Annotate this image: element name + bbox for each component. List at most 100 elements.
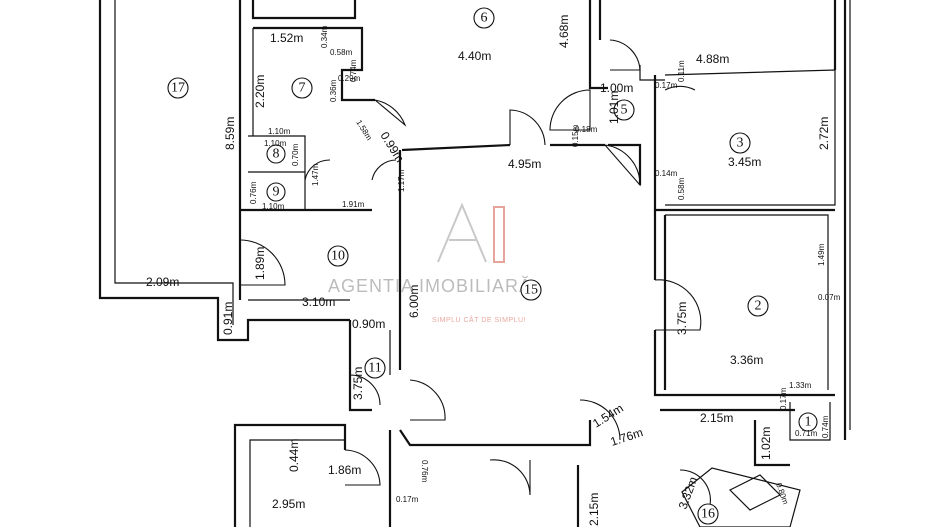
dim-099: 0.99m [377,129,407,165]
room-15-number: 15 [524,283,538,298]
door-9 [371,159,397,181]
room-6-number: 6 [481,11,488,26]
door-bl [344,449,381,486]
room-11-marker [364,357,386,379]
room-9-marker [266,182,286,202]
dim-070: 0.70m [291,143,300,166]
watermark: AGENTIA IMOBILIARĂ SIMPLU CÂT DE SIMPLU! [328,202,532,324]
dim-room7-top: 1.52m [270,31,303,45]
dim-room17-height: 8.59m [223,117,237,150]
wall-17-outer [98,0,350,342]
room-5-number: 5 [621,103,628,118]
dim-corridor-width: 4.95m [508,157,541,171]
dim-375b: 3.75m [351,367,365,400]
dim-147: 1.47m [311,163,320,186]
dim-074: 0.74m [349,59,358,82]
wall-16-top [753,420,790,467]
dim-014: 0.14m [655,169,678,178]
watermark-logo-bar [493,206,505,263]
door-7 [374,99,407,127]
wall-2-left [653,330,835,397]
wall-11-left [348,320,372,412]
room-8-marker [266,144,286,164]
dim-176: 1.76m [609,425,645,449]
dim-186: 1.86m [328,463,361,477]
doors [239,39,711,506]
dim-044: 0.44m [287,439,301,472]
door-15-bottom [579,399,621,441]
dim-102: 1.02m [759,427,773,460]
dim-110b: 1.10m [264,139,287,148]
dim-029: 0.29m [338,74,361,83]
dim-117: 1.17m [397,169,406,192]
dim-room6-width: 4.40m [458,49,491,63]
dim-034: 0.34m [320,25,329,48]
dim-room2-width: 3.36m [730,353,763,367]
room-10-number: 10 [331,249,345,264]
dim-158: 1.58m [354,118,374,142]
dim-488: 4.88m [696,52,729,66]
room-8-number: 8 [273,147,280,162]
wall-2-box [665,214,829,390]
room-10-marker [327,245,349,267]
dim-071: 0.71m [795,429,818,438]
dim-090: 0.90m [352,317,385,331]
dim-149: 1.49m [817,243,826,266]
dim-room5-height: 1.01m [607,91,621,124]
room-16-marker [697,503,719,525]
room-3-marker [729,132,751,154]
door-5-top [609,39,641,71]
dim-295: 2.95m [272,497,305,511]
dim-036: 0.36m [329,79,338,102]
door-2 [654,279,702,331]
door-10 [239,239,286,286]
dim-017b: 0.17m [779,387,788,410]
wall-1-box [789,402,831,441]
door-11 [349,374,381,406]
dim-110a: 1.10m [268,127,291,136]
wall-7-top [253,26,375,102]
dim-080: 0.80m [774,482,790,506]
room-17-number: 17 [171,81,185,96]
walls [98,0,851,527]
room-16-number: 16 [701,507,715,522]
dim-058: 0.58m [330,48,353,57]
room-7-number: 7 [299,81,306,96]
dim-209: 2.09m [146,275,179,289]
door-6 [509,109,546,146]
dim-076: 0.76m [249,181,258,204]
dim-191: 1.91m [342,200,365,209]
dim-room5-width: 1.00m [600,81,633,95]
dim-017: 0.17m [655,81,678,90]
door-5-bottom [604,144,641,187]
room-labels: 17 6 7 8 9 10 15 5 3 2 1 11 16 [167,7,818,525]
wall-5 [639,65,665,81]
dim-room3-height: 2.72m [817,117,831,150]
dim-076b: 0.76m [420,460,429,483]
room-7-marker [291,77,313,99]
dim-015: 0.15m [571,124,580,147]
wall-16-box [681,467,801,527]
dim-110c: 1.10m [262,202,285,211]
door-3 [664,85,696,91]
watermark-name: AGENTIA IMOBILIARĂ [328,276,532,296]
dim-058b: 0.58m [677,177,686,200]
dim-room7-height: 2.20m [253,75,267,108]
room-2-marker [747,295,769,317]
watermark-tagline: SIMPLU CÂT DE SIMPLU! [432,315,526,324]
wall-top-box [251,0,357,20]
door-5-left [549,89,591,131]
dim-room10-width: 3.10m [302,295,335,309]
dim-154: 1.54m [590,401,626,431]
dim-215: 2.15m [700,411,733,425]
dim-074b: 0.74m [821,415,830,438]
door-11-right [409,379,446,421]
dim-091: 0.91m [221,302,235,335]
dim-375a: 3.75m [675,302,689,335]
room-5-marker [613,99,635,121]
wall-bl-inner [249,439,345,527]
dim-room3-width: 3.45m [728,155,761,169]
room-1-marker [798,412,818,432]
dim-room10-height: 1.89m [253,247,267,280]
